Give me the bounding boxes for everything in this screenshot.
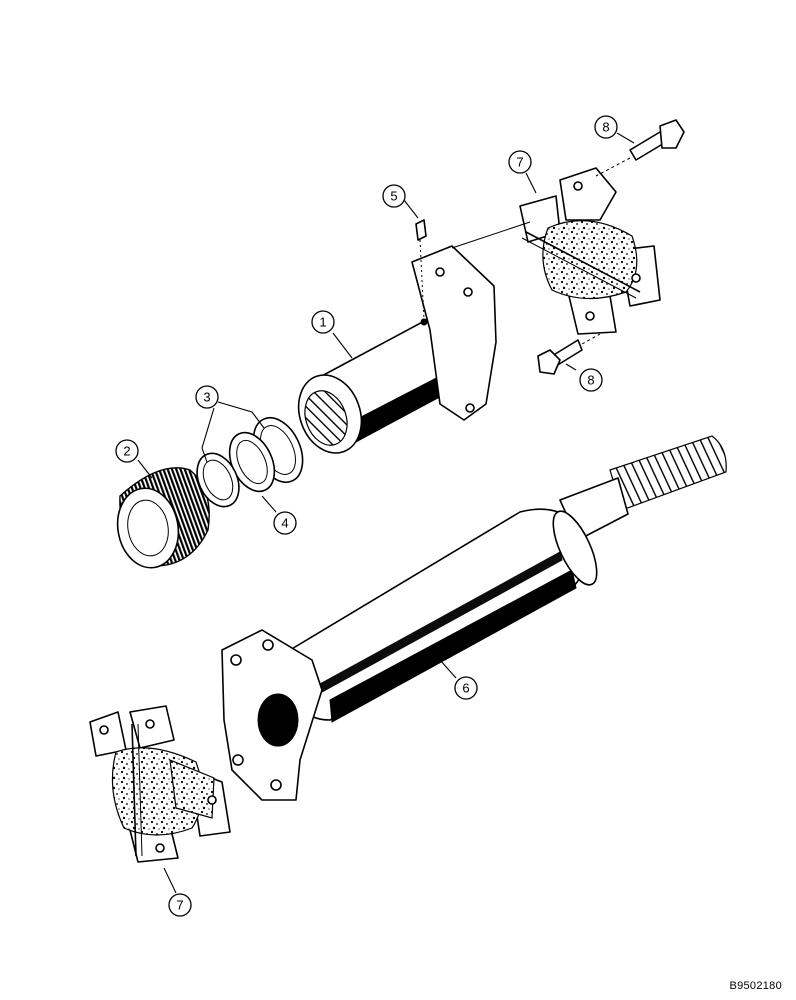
callout-4[interactable]: 4 [273,511,297,535]
bolt-upper [595,119,685,177]
drawing-code: B9502180 [729,980,782,992]
callout-8-lower[interactable]: 8 [579,368,603,392]
shaft-yoke-bolt-hole [232,754,244,766]
callout-8-upper[interactable]: 8 [594,115,618,139]
leader-5 [403,199,419,219]
callout-7-lower[interactable]: 7 [168,893,192,917]
slip-yoke-ear-hole [435,267,445,277]
leader-lines [137,132,635,894]
drive-shaft-assembly [221,435,727,801]
callout-3-label: 3 [203,390,210,405]
knurled-sleeve-bore-face [116,487,180,569]
bolt-lower-head [537,349,561,375]
callout-5[interactable]: 5 [382,184,406,208]
leader-3a [201,407,215,463]
ujoint-lower-cross-arm [169,759,215,819]
shaft-tube-shadow [329,569,577,723]
callout-6[interactable]: 6 [454,676,478,700]
ujoint-upper-bolt-hole [573,181,583,191]
ujoint-lower-bolt-hole [207,795,217,805]
callout-7-upper-label: 7 [516,155,523,170]
ujoint-lower-bearing-cap [89,711,127,757]
callout-7-upper[interactable]: 7 [508,150,532,174]
ujoint-lower-strap-edge [137,723,143,857]
callout-6-label: 6 [462,681,469,696]
slip-yoke-ears [411,245,497,421]
slip-yoke-grease-port [420,318,428,326]
ujoint-upper-assembly-line [451,221,531,249]
leader-7-upper [525,172,537,194]
seal-rings [196,417,304,508]
callout-8-lower-label: 8 [587,373,594,388]
callout-1-label: 1 [319,315,326,330]
ujoint-upper-bolt-hole [585,311,595,321]
ujoint-lower-bolt-hole [145,719,155,729]
grease-fitting-body [415,219,427,241]
callout-3[interactable]: 3 [195,385,219,409]
callout-2-label: 2 [123,444,130,459]
callout-8-upper-label: 8 [602,120,609,135]
slip-yoke-ear-hole [465,403,475,413]
slip-yoke [297,245,497,454]
callout-4-label: 4 [281,516,288,531]
leader-6 [439,659,457,679]
universal-joint-lower [89,705,231,863]
seal-ring-small [196,452,240,508]
shaft-yoke-bolt-hole [270,779,282,791]
knurled-sleeve-bore [127,499,169,557]
seal-ring-middle-inner [236,439,268,485]
ujoint-upper-cross-body [542,220,638,300]
ujoint-lower-strap [131,723,137,857]
bolt-lower [537,333,601,375]
slip-yoke-ear-hole [463,287,473,297]
ujoint-lower-bolt-hole [155,843,165,853]
grease-fitting-alignment-line [419,239,425,321]
shaft-splined-end [609,435,727,511]
callout-1[interactable]: 1 [311,310,335,334]
ujoint-upper-strap [525,231,641,293]
leader-4 [261,495,277,513]
callouts: 1 2 3 4 5 6 7 7 [115,115,618,917]
slip-yoke-internal-spline [304,390,348,446]
callout-5-label: 5 [390,189,397,204]
leader-3b [217,401,265,429]
universal-joint-upper [451,167,661,335]
callout-7-lower-label: 7 [176,898,183,913]
bolts [537,119,685,375]
leader-8-upper [616,132,635,144]
bolt-upper-head [659,119,685,149]
knurled-sleeve [116,467,210,569]
shaft-collar-ring [552,510,598,586]
seal-ring-small-inner [202,459,234,501]
ujoint-upper-strap-edge [521,237,637,299]
grease-fitting [415,219,427,321]
shaft-yoke-bolt-hole [230,654,242,666]
shaft-yoke-bolt-hole [262,639,274,651]
ujoint-upper-bearing-cap [559,167,617,221]
ujoint-lower-bolt-hole [99,725,109,735]
shaft-tube-body [289,508,588,721]
leader-2 [137,459,153,479]
leader-7-lower [163,867,177,894]
shaft-yoke-bore [257,693,299,747]
ujoint-upper-bolt-hole [631,273,641,283]
leader-8-lower [565,363,577,371]
bolt-upper-alignment-line [595,157,631,177]
callout-2[interactable]: 2 [115,439,139,463]
leader-1 [332,332,353,359]
bolt-lower-alignment-line [581,333,601,345]
